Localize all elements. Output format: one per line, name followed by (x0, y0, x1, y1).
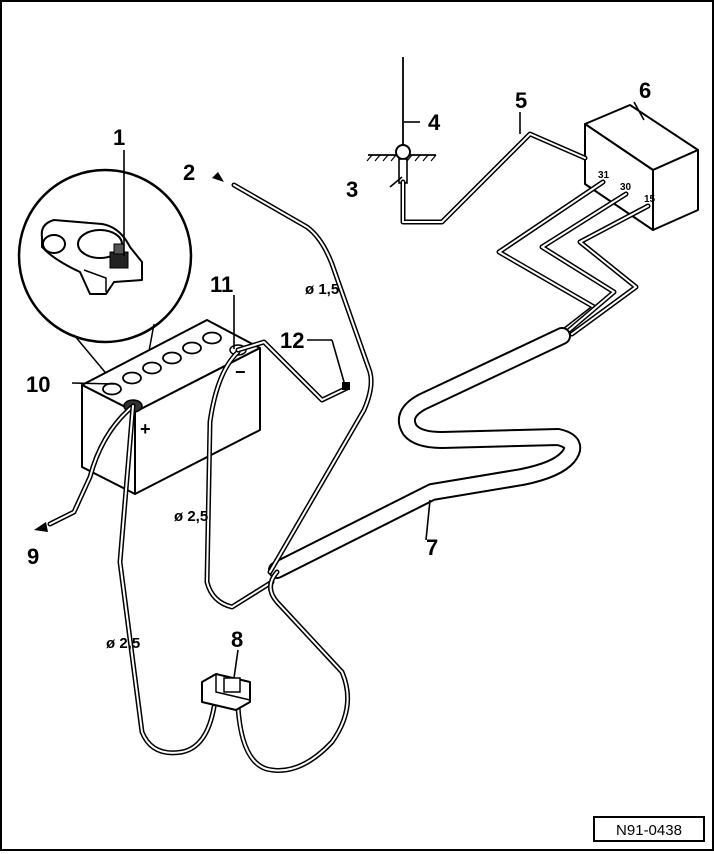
terminal-30-label: 30 (620, 182, 632, 193)
wire-size-2-5-lower: ø 2,5 (106, 635, 140, 652)
battery-plus-mark: + (140, 419, 151, 439)
terminal-31-label: 31 (598, 170, 610, 181)
fuse-holder (201, 673, 251, 711)
battery: + − (81, 319, 261, 495)
callout-12: 12 (280, 328, 304, 353)
callout-1: 1 (113, 125, 125, 150)
callout-11: 11 (210, 272, 233, 297)
callout-9: 9 (27, 544, 39, 569)
battery-minus-mark: − (235, 362, 246, 382)
callout-4: 4 (428, 110, 441, 135)
figure-reference: N91-0438 (593, 816, 705, 842)
figure-reference-label: N91-0438 (616, 822, 682, 839)
wire-size-1-5: ø 1,5 (305, 281, 339, 298)
callout-6: 6 (639, 78, 651, 103)
terminal-15-label: 15 (644, 194, 656, 205)
callout-7: 7 (426, 535, 438, 560)
wire-size-labels: ø 1,5 ø 2,5 ø 2,5 (106, 281, 339, 652)
callout-8: 8 (231, 627, 243, 652)
callout-5: 5 (515, 88, 527, 113)
wiring (34, 131, 651, 773)
control-unit: 31 30 15 (584, 104, 699, 231)
zoom-detail (17, 168, 193, 403)
callout-3: 3 (346, 177, 358, 202)
callout-2: 2 (183, 160, 195, 185)
leader-lines (71, 101, 645, 679)
wire-size-2-5-upper: ø 2,5 (174, 508, 208, 525)
callouts: 1 2 3 4 5 6 7 8 9 10 11 12 (26, 78, 651, 652)
callout-10: 10 (26, 372, 50, 397)
antenna (366, 57, 437, 184)
